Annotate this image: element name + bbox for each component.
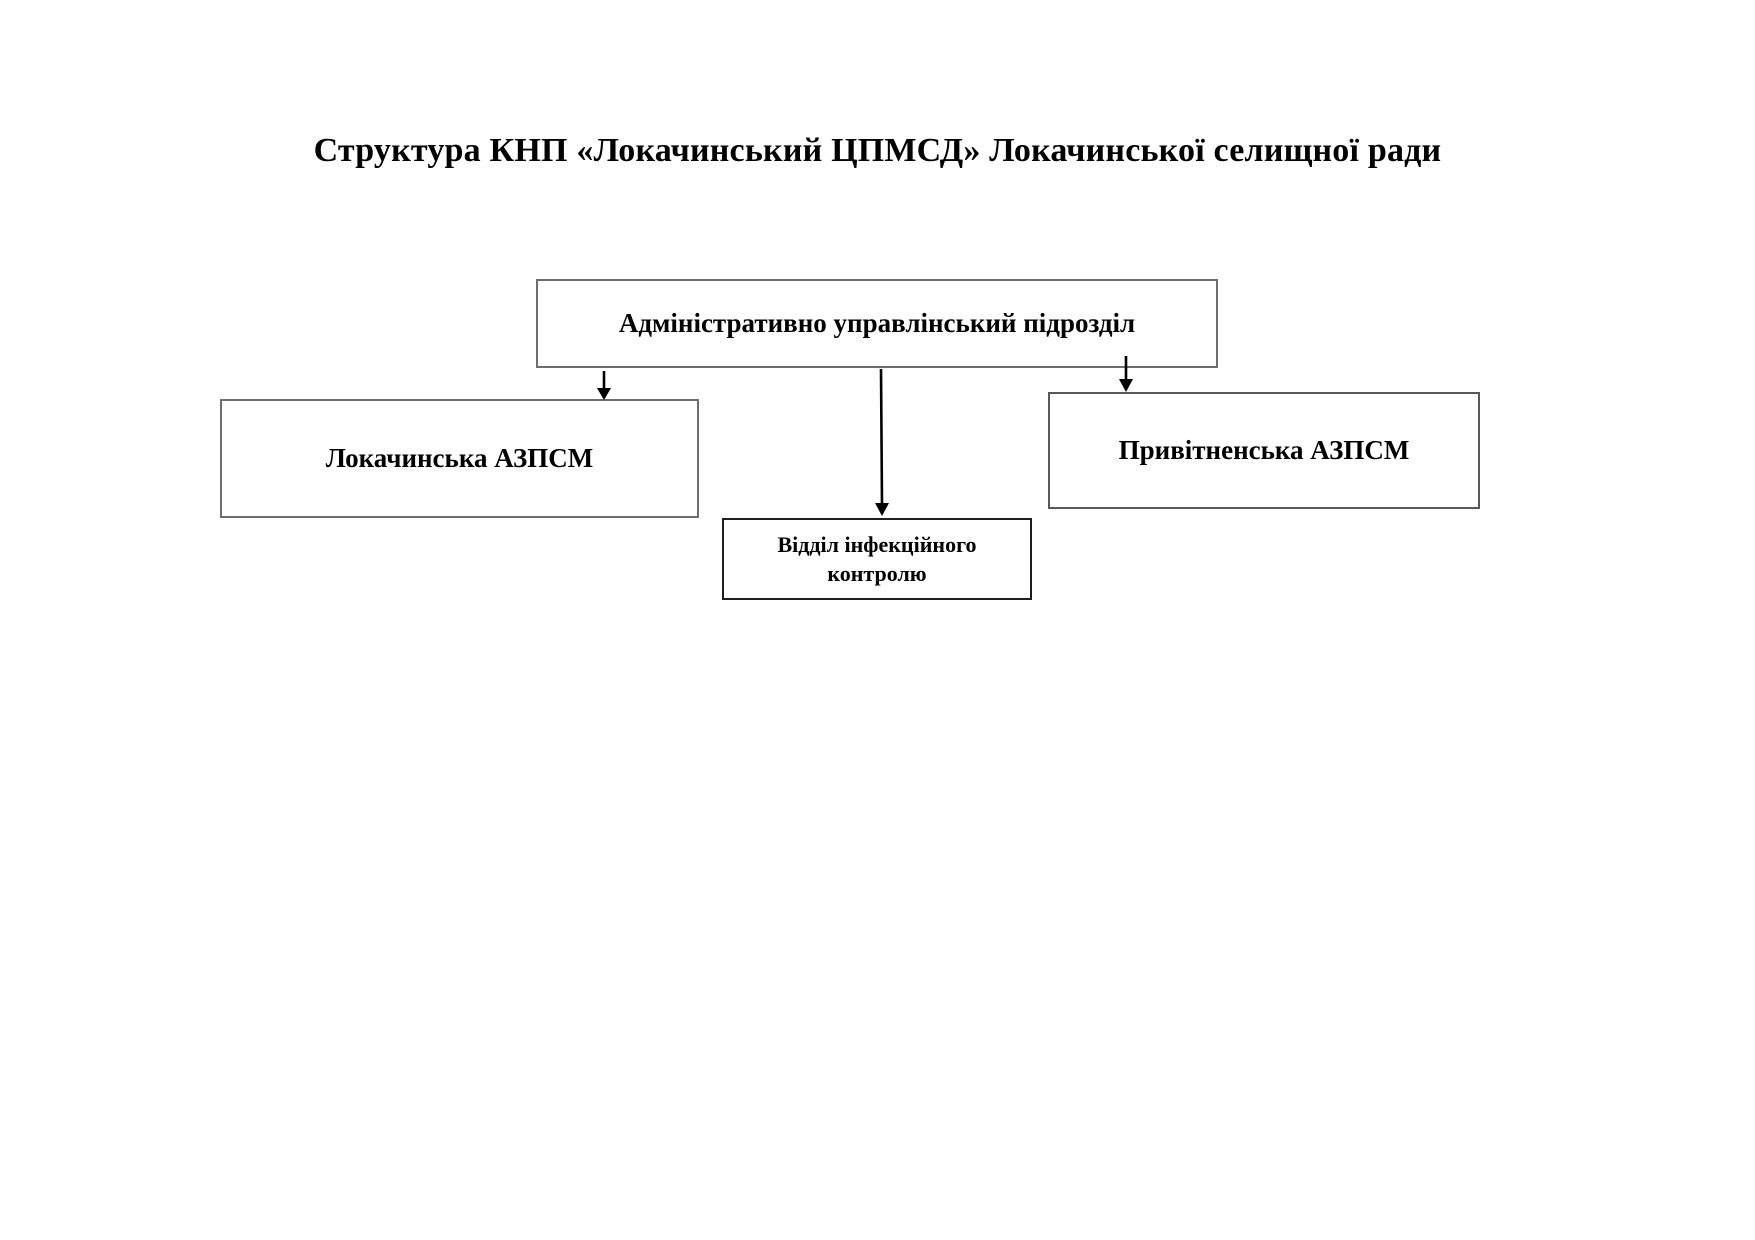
org-box-infection-control: Відділ інфекційного контролю xyxy=(722,518,1032,600)
org-box-infection-control-label: Відділ інфекційного контролю xyxy=(777,532,977,586)
org-box-administrative-unit: Адміністративно управлінський підрозділ xyxy=(536,279,1218,368)
arrow-down-to-infection-control-icon xyxy=(875,368,889,516)
org-box-lokachynska-azpsm: Локачинська АЗПСМ xyxy=(220,399,699,518)
page-title: Структура КНП «Локачинський ЦПМСД» Локач… xyxy=(313,132,1442,169)
org-box-lokachynska-azpsm-label: Локачинська АЗПСМ xyxy=(325,443,594,473)
org-box-pryvitnenska-azpsm-label: Привітненська АЗПСМ xyxy=(1118,435,1410,465)
org-box-administrative-unit-label: Адміністративно управлінський підрозділ xyxy=(618,308,1136,338)
arrow-down-to-lokachynska-icon xyxy=(597,371,611,400)
org-box-pryvitnenska-azpsm: Привітненська АЗПСМ xyxy=(1048,392,1480,509)
